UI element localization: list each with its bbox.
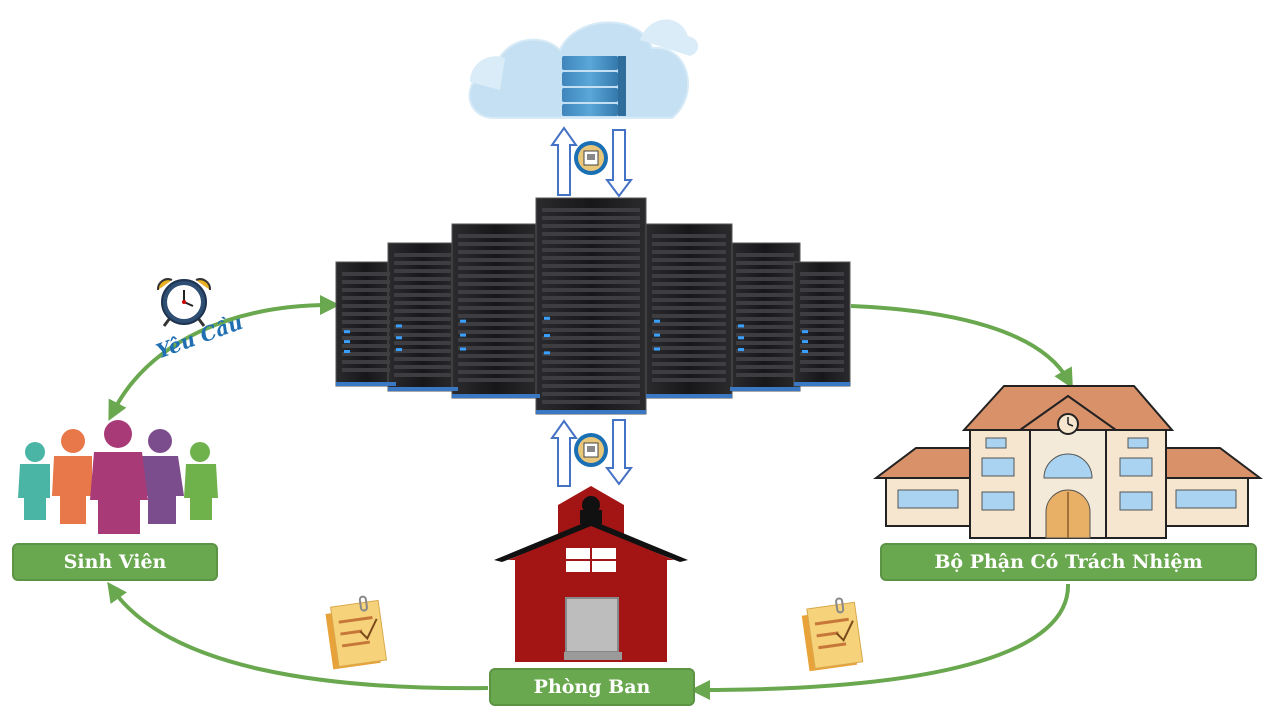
checklist-note-icon	[325, 595, 388, 670]
globe-sync-icon	[574, 141, 608, 175]
alarm-clock-icon	[156, 278, 212, 327]
schoolhouse-icon	[494, 486, 688, 662]
sync-arrows-bottom	[550, 419, 633, 487]
arrow-department-to-office	[690, 583, 1071, 700]
globe-sync-icon-bottom	[574, 433, 608, 467]
checklist-note-icon-2	[801, 597, 864, 672]
server-rack-slots	[336, 208, 850, 414]
university-building-icon	[873, 385, 1263, 539]
students-label: Sinh Viên	[12, 543, 218, 581]
people-group-icon	[18, 420, 218, 534]
arrow-server-to-department	[850, 304, 1073, 389]
office-label: Phòng Ban	[489, 668, 695, 706]
arrow-students-to-server	[108, 295, 340, 421]
cloud-database-icon	[468, 19, 699, 119]
sync-arrows-top	[550, 126, 633, 198]
responsible-department-label: Bộ Phận Có Trách Nhiệm	[880, 543, 1257, 581]
arrow-office-to-students	[107, 581, 489, 691]
